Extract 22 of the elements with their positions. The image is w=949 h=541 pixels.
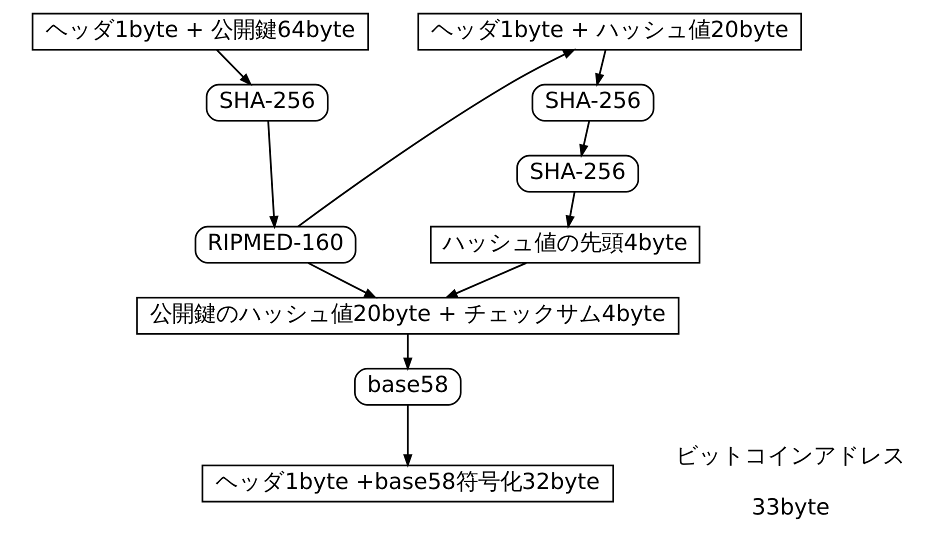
arrow: [594, 50, 606, 87]
node-box: ヘッダ1byte +base58符号化32byte: [201, 464, 614, 502]
node-box: base58: [354, 368, 462, 406]
arrow: [307, 262, 377, 299]
arrow: [402, 334, 412, 371]
arrow: [402, 404, 412, 468]
label: 33byte: [751, 494, 830, 521]
arrow: [296, 48, 576, 228]
arrow: [216, 49, 252, 86]
node-box: RIPMED-160: [194, 226, 356, 264]
arrow: [578, 120, 590, 158]
node-box: ハッシュ値の先頭4byte: [429, 226, 700, 264]
arrow: [266, 121, 278, 230]
node-box: SHA-256: [531, 84, 654, 122]
arrow: [444, 262, 526, 299]
node-box: 公開鍵のハッシュ値20byte + チェックサム4byte: [136, 296, 679, 335]
node-box: SHA-256: [205, 84, 328, 122]
arrow: [565, 192, 575, 229]
label: ビットコインアドレス: [675, 443, 906, 470]
node-box: ヘッダ1byte + 公開鍵64byte: [31, 12, 368, 51]
node-box: SHA-256: [516, 154, 639, 193]
node-box: ヘッダ1byte + ハッシュ値20byte: [416, 12, 802, 51]
